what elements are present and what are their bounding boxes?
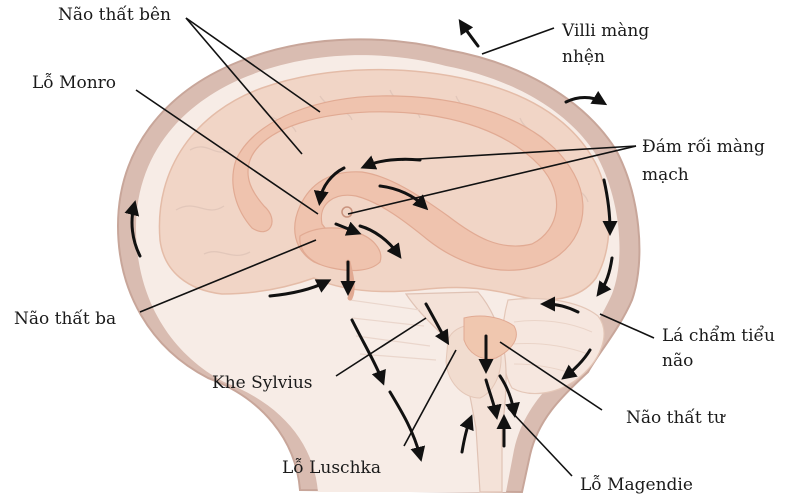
cerebellum [501, 297, 605, 395]
label-villi-line2: nhện [562, 47, 605, 67]
label-cisterna-line1: Lá chẩm tiểu [662, 326, 775, 346]
label-fourth-ventricle: Não thất tư [626, 408, 725, 428]
label-third-ventricle: Não thất ba [14, 309, 117, 329]
label-lateral-ventricle: Não thất bên [58, 5, 171, 25]
label-sylvius: Khe Sylvius [212, 373, 313, 393]
label-foramen-monro: Lỗ Monro [32, 73, 117, 93]
third-ventricle [299, 227, 382, 272]
label-plexus-line1: Đám rối màng [642, 137, 765, 157]
lateral-ventricle [232, 95, 584, 271]
label-villi-line1: Villi màng [562, 21, 650, 41]
csf-flow-arrows [124, 19, 618, 462]
choroid-plexus-mark [341, 206, 353, 218]
label-luschka: Lỗ Luschka [282, 458, 381, 478]
label-plexus-line2: mạch [642, 165, 689, 185]
leader-lines [135, 17, 655, 477]
fourth-ventricle [463, 315, 517, 360]
label-magendie: Lỗ Magendie [580, 475, 693, 495]
label-cisterna-line2: não [662, 351, 694, 371]
